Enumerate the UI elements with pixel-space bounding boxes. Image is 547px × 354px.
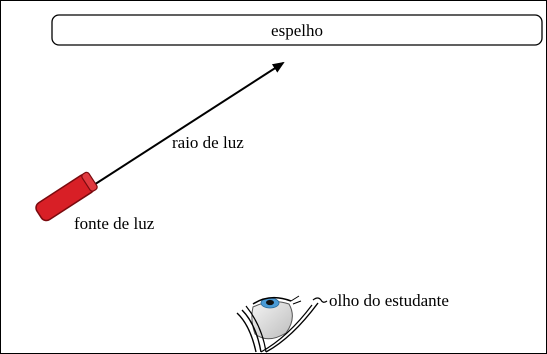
source-label: fonte de luz (74, 214, 155, 233)
light-ray-arrow (85, 61, 285, 191)
eye-icon (236, 295, 328, 353)
ray-label: raio de luz (172, 133, 244, 152)
flashlight-icon (35, 171, 98, 222)
mirror-label: espelho (271, 21, 323, 40)
mirror-bar (51, 14, 543, 46)
eye-label: olho do estudante (329, 291, 449, 310)
